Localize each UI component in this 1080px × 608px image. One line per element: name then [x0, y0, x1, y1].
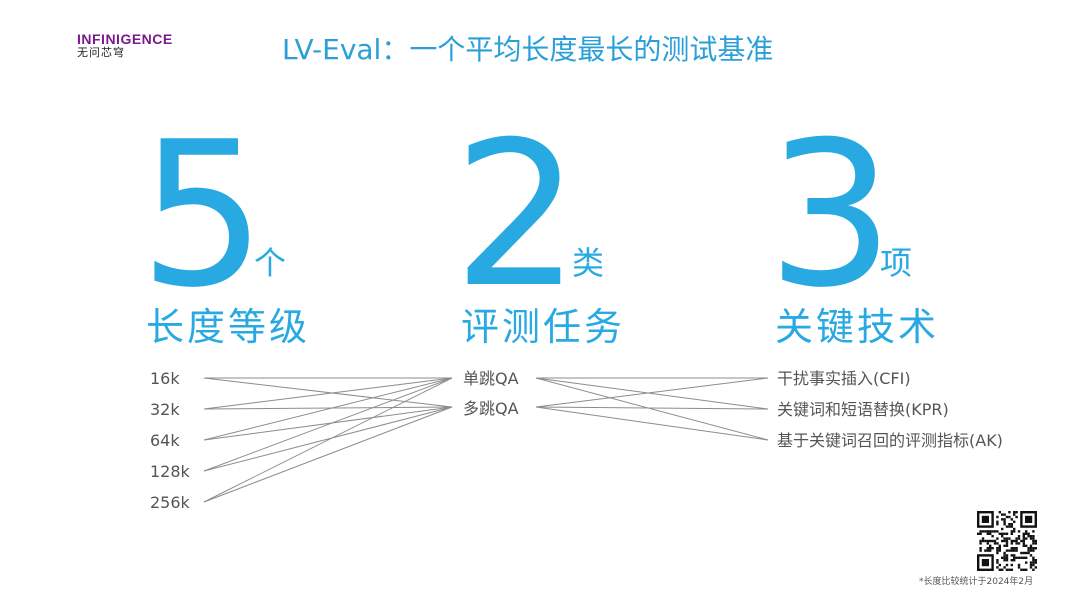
stat-key-techniques-unit: 项	[880, 244, 913, 282]
stat-length-levels-number: 5	[139, 99, 267, 332]
stat-task-types-number: 2	[453, 99, 581, 332]
length-task-link	[203, 377, 453, 410]
length-task-link	[203, 377, 453, 408]
stat-task-types-label: 评测任务	[461, 305, 626, 349]
slide-title: LV-Eval：一个平均长度最长的测试基准	[282, 33, 774, 66]
length-task-link	[203, 406, 453, 410]
length-task-link	[203, 377, 453, 472]
length-item: 128k	[150, 462, 190, 481]
length-task-link	[203, 406, 453, 441]
technique-item: 干扰事实插入(CFI)	[777, 369, 911, 388]
length-task-link	[203, 406, 453, 472]
stat-task-types-unit: 类	[572, 244, 605, 282]
logo-chinese-name: 无问芯穹	[77, 46, 125, 59]
company-logo: INFINIGENCE 无问芯穹	[77, 32, 173, 59]
technique-item: 关键词和短语替换(KPR)	[777, 400, 949, 419]
task-technique-link	[535, 406, 769, 410]
technique-item: 基于关键词召回的评测指标(AK)	[777, 431, 1003, 450]
qr-code-icon	[977, 511, 1037, 571]
length-task-link	[203, 377, 453, 503]
length-item: 32k	[150, 400, 180, 419]
length-task-link	[203, 406, 453, 503]
stat-length-levels-unit: 个	[254, 244, 287, 282]
length-task-link	[203, 377, 453, 441]
task-technique-link	[535, 377, 769, 410]
task-technique-link	[535, 377, 769, 441]
length-item: 64k	[150, 431, 180, 450]
length-item: 16k	[150, 369, 180, 388]
stat-key-techniques-label: 关键技术	[775, 305, 940, 349]
task-technique-link	[535, 377, 769, 408]
stat-key-techniques-number: 3	[767, 99, 895, 332]
logo-wordmark: INFINIGENCE	[77, 31, 173, 47]
length-item: 256k	[150, 493, 190, 512]
stat-length-levels-label: 长度等级	[146, 305, 311, 349]
task-item: 单跳QA	[463, 369, 519, 388]
task-technique-link	[535, 406, 769, 441]
footnote: *长度比较统计于2024年2月	[919, 577, 1034, 587]
task-item: 多跳QA	[463, 399, 519, 418]
